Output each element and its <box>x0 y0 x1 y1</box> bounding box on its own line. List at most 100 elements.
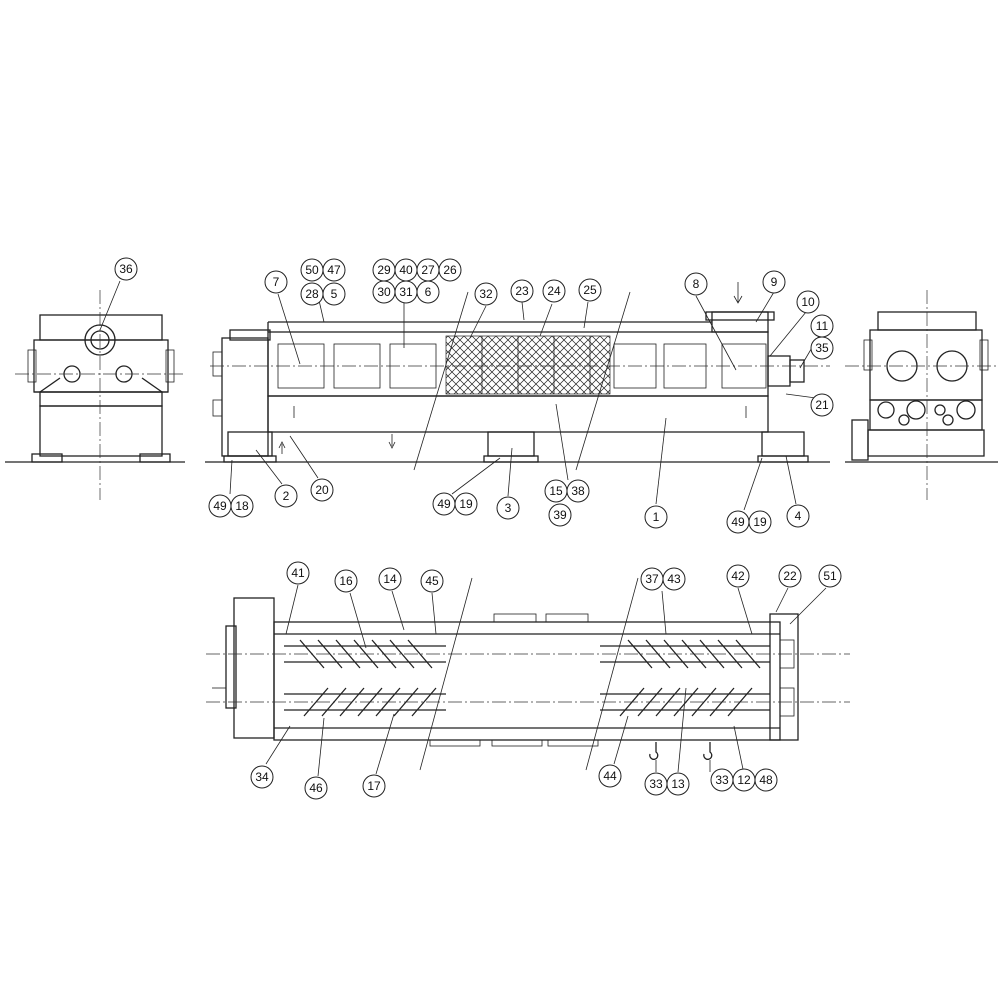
callout-bubble: 14 <box>378 567 402 591</box>
callout-bubble: 9 <box>762 270 786 294</box>
svg-text:41: 41 <box>291 566 305 580</box>
svg-text:32: 32 <box>479 287 493 301</box>
svg-text:42: 42 <box>731 569 745 583</box>
callout-bubble: 28 <box>300 282 324 306</box>
svg-text:23: 23 <box>515 284 529 298</box>
svg-text:24: 24 <box>547 284 561 298</box>
callout-bubble: 11 <box>810 314 834 338</box>
callout-bubble: 36 <box>114 257 138 281</box>
svg-text:20: 20 <box>315 483 329 497</box>
svg-text:15: 15 <box>549 484 563 498</box>
svg-text:51: 51 <box>823 569 837 583</box>
front-elevation <box>205 282 830 471</box>
svg-text:30: 30 <box>377 285 391 299</box>
svg-text:33: 33 <box>649 777 663 791</box>
callout-bubble: 25 <box>578 278 602 302</box>
callout-bubble: 22 <box>778 564 802 588</box>
svg-text:17: 17 <box>367 779 381 793</box>
callout-bubble: 47 <box>322 258 346 282</box>
svg-text:43: 43 <box>667 572 681 586</box>
callout-bubble: 1 <box>644 505 668 529</box>
callout-bubble: 23 <box>510 279 534 303</box>
svg-text:1: 1 <box>653 510 660 524</box>
svg-text:33: 33 <box>715 773 729 787</box>
svg-text:34: 34 <box>255 770 269 784</box>
svg-text:10: 10 <box>801 295 815 309</box>
svg-text:39: 39 <box>553 508 567 522</box>
callout-bubble: 8 <box>684 272 708 296</box>
svg-text:31: 31 <box>399 285 413 299</box>
svg-text:28: 28 <box>305 287 319 301</box>
svg-text:12: 12 <box>737 773 751 787</box>
callout-bubble: 13 <box>666 772 690 796</box>
callout-bubble: 18 <box>230 494 254 518</box>
svg-text:21: 21 <box>815 398 829 412</box>
svg-text:14: 14 <box>383 572 397 586</box>
callout-bubble: 7 <box>264 270 288 294</box>
callout-bubble: 43 <box>662 567 686 591</box>
plan-view <box>206 577 850 772</box>
callout-bubble: 16 <box>334 569 358 593</box>
callout-bubble: 33 <box>644 772 668 796</box>
svg-text:22: 22 <box>783 569 797 583</box>
svg-text:18: 18 <box>235 499 249 513</box>
svg-text:27: 27 <box>421 263 435 277</box>
svg-text:25: 25 <box>583 283 597 297</box>
svg-text:26: 26 <box>443 263 457 277</box>
callout-bubble: 49 <box>726 510 750 534</box>
callout-bubble: 26 <box>438 258 462 282</box>
callout-bubble: 19 <box>748 510 772 534</box>
right-end-view <box>845 290 998 500</box>
callout-bubble: 27 <box>416 258 440 282</box>
svg-text:4: 4 <box>795 509 802 523</box>
callout-bubble: 39 <box>548 503 572 527</box>
callout-bubble: 40 <box>394 258 418 282</box>
left-end-view <box>5 290 185 500</box>
callout-bubble: 31 <box>394 280 418 304</box>
callout-bubble: 6 <box>416 280 440 304</box>
svg-text:35: 35 <box>815 341 829 355</box>
callout-bubble: 4 <box>786 504 810 528</box>
callout-bubble: 33 <box>710 768 734 792</box>
svg-text:8: 8 <box>693 277 700 291</box>
callout-bubble: 37 <box>640 567 664 591</box>
svg-text:11: 11 <box>816 319 829 333</box>
svg-text:40: 40 <box>399 263 413 277</box>
callout-bubble: 44 <box>598 764 622 788</box>
svg-text:49: 49 <box>437 497 451 511</box>
callout-bubble: 34 <box>250 765 274 789</box>
svg-text:49: 49 <box>731 515 745 529</box>
callout-bubble: 46 <box>304 776 328 800</box>
callout-bubble: 17 <box>362 774 386 798</box>
callout-bubble: 45 <box>420 569 444 593</box>
callout-bubble: 10 <box>796 290 820 314</box>
callout-bubble: 49 <box>208 494 232 518</box>
svg-text:38: 38 <box>571 484 585 498</box>
svg-text:3: 3 <box>505 501 512 515</box>
svg-text:48: 48 <box>759 773 773 787</box>
callout-bubble: 50 <box>300 258 324 282</box>
svg-text:50: 50 <box>305 263 319 277</box>
callout-bubble: 48 <box>754 768 778 792</box>
callout-bubble: 51 <box>818 564 842 588</box>
svg-text:37: 37 <box>645 572 659 586</box>
svg-text:9: 9 <box>771 275 778 289</box>
svg-text:2: 2 <box>283 489 290 503</box>
callout-bubble: 38 <box>566 479 590 503</box>
svg-text:46: 46 <box>309 781 323 795</box>
svg-text:19: 19 <box>459 497 473 511</box>
callout-bubble: 21 <box>810 393 834 417</box>
callout-bubble: 5 <box>322 282 346 306</box>
svg-text:6: 6 <box>425 285 432 299</box>
callout-bubble: 15 <box>544 479 568 503</box>
svg-text:16: 16 <box>339 574 353 588</box>
svg-text:19: 19 <box>753 515 767 529</box>
callout-bubble: 32 <box>474 282 498 306</box>
callout-bubble: 35 <box>810 336 834 360</box>
callout-bubble: 20 <box>310 478 334 502</box>
callout-bubble: 24 <box>542 279 566 303</box>
svg-text:49: 49 <box>213 499 227 513</box>
callout-bubble: 12 <box>732 768 756 792</box>
callout-bubble: 41 <box>286 561 310 585</box>
